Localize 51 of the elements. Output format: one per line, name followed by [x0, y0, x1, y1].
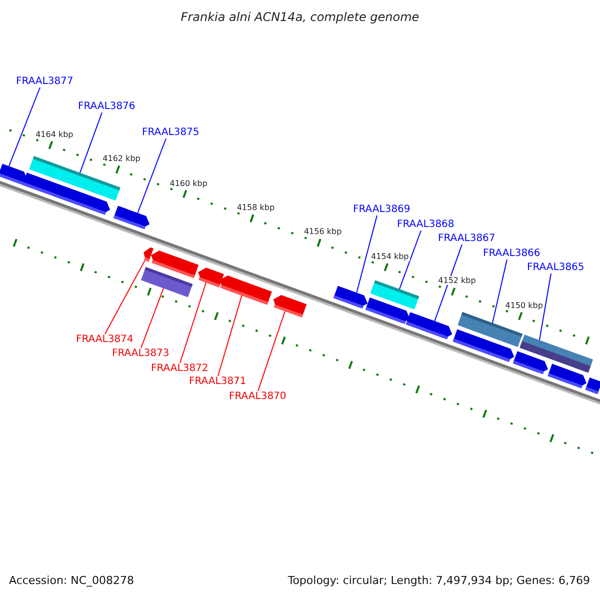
tick-label: 4154 kbp — [370, 252, 410, 262]
leader-line — [137, 138, 166, 214]
leader-line — [104, 260, 146, 334]
gene-label: FRAAL3869 — [353, 204, 410, 216]
gene-label: FRAAL3873 — [112, 348, 170, 360]
gene-feature — [333, 286, 368, 309]
leader-line — [492, 259, 508, 324]
gene-feature — [365, 297, 410, 324]
leader-line — [79, 112, 102, 174]
leader-line — [434, 244, 462, 322]
gene-label: FRAAL3874 — [76, 334, 134, 346]
leader-line — [538, 273, 552, 341]
footer-text: Accession: NC_008278 — [9, 575, 134, 588]
gene-feature — [452, 329, 514, 362]
leader-line — [140, 288, 164, 348]
gene-label: FRAAL3867 — [438, 233, 496, 244]
gene-feature — [273, 295, 307, 318]
footer-text: Topology: circular; Length: 7,497,934 bp; Genes: 6,769 — [288, 575, 590, 588]
leader-line — [398, 230, 422, 290]
gene-feature — [220, 276, 272, 305]
gene-label: FRAAL3866 — [483, 248, 540, 260]
gene-label: FRAAL3868 — [397, 219, 454, 230]
gene-feature — [29, 156, 120, 201]
gene-label: FRAAL3875 — [142, 127, 200, 138]
gene-feature — [406, 312, 452, 340]
tick-label: 4164 kbp — [34, 130, 74, 139]
gene-feature — [520, 334, 560, 360]
title: Frankia alni ACN14a, complete genome — [180, 11, 420, 25]
leader-line — [180, 282, 207, 364]
tick-label: 4156 kbp — [302, 227, 343, 237]
tick-label: 4160 kbp — [168, 178, 209, 188]
tick-label: 4158 kbp — [236, 203, 276, 212]
gene-label: FRAAL3872 — [151, 363, 208, 374]
tick-label: 4162 kbp — [102, 154, 142, 164]
gene-label: FRAAL3865 — [527, 262, 584, 274]
leader-line — [258, 310, 286, 392]
gene-feature — [585, 377, 600, 394]
tick-label: 4150 kbp — [504, 300, 544, 310]
gene-label: FRAAL3871 — [189, 376, 246, 388]
leader-line — [356, 215, 378, 294]
gene-feature — [114, 206, 150, 230]
gene-feature — [554, 347, 594, 373]
gene-feature — [151, 250, 199, 278]
leader-line — [218, 295, 242, 376]
gene-feature — [198, 268, 224, 288]
tick-label: 4152 kbp — [437, 276, 477, 286]
gene-feature — [0, 164, 28, 185]
leader-line — [8, 87, 40, 167]
gene-label: FRAAL3877 — [16, 76, 74, 88]
gene-label: FRAAL3876 — [78, 101, 136, 112]
gene-label: FRAAL3870 — [229, 391, 286, 402]
